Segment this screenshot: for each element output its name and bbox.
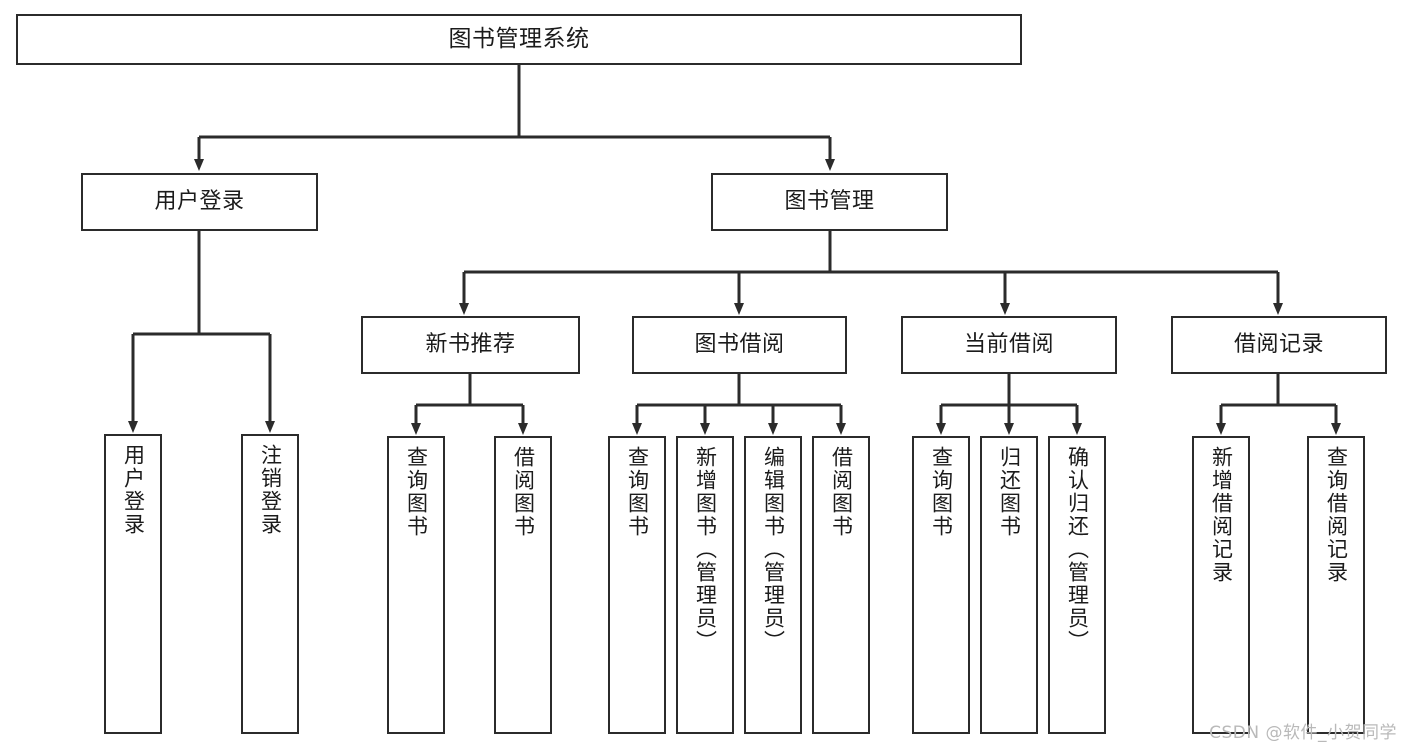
node-label: 用户登录 (154, 189, 245, 215)
node-label: 当前借阅 (963, 332, 1054, 358)
node-book-borrow[interactable]: 图书借阅 (632, 316, 847, 374)
node-label: 借阅图书 (829, 446, 854, 538)
leaf-query-books-borrow[interactable]: 查询图书 (608, 436, 666, 734)
leaf-add-borrow-record[interactable]: 新增借阅记录 (1192, 436, 1250, 734)
node-label: 新增借阅记录 (1209, 446, 1234, 584)
leaf-confirm-return-admin[interactable]: 确认归还（管理员） (1048, 436, 1106, 734)
node-book-management[interactable]: 图书管理 (711, 173, 948, 231)
node-label: 借阅记录 (1233, 332, 1324, 358)
leaf-borrow-books-recommend[interactable]: 借阅图书 (494, 436, 552, 734)
node-label: 用户登录 (121, 444, 146, 536)
leaf-user-login[interactable]: 用户登录 (104, 434, 162, 734)
node-label: 归还图书 (997, 446, 1022, 538)
node-label: 查询图书 (404, 446, 429, 538)
node-label: 查询借阅记录 (1324, 446, 1349, 584)
node-root-system[interactable]: 图书管理系统 (16, 14, 1022, 65)
node-label: 确认归还（管理员） (1065, 446, 1090, 653)
csdn-watermark: CSDN @软件_小贺同学 (1209, 723, 1397, 743)
leaf-add-book-admin[interactable]: 新增图书（管理员） (676, 436, 734, 734)
leaf-edit-book-admin[interactable]: 编辑图书（管理员） (744, 436, 802, 734)
node-label: 查询图书 (625, 446, 650, 538)
node-label: 借阅图书 (511, 446, 536, 538)
node-label: 图书借阅 (694, 332, 785, 358)
leaf-query-borrow-record[interactable]: 查询借阅记录 (1307, 436, 1365, 734)
node-borrow-records[interactable]: 借阅记录 (1171, 316, 1387, 374)
node-new-book-recommend[interactable]: 新书推荐 (361, 316, 580, 374)
leaf-borrow-books[interactable]: 借阅图书 (812, 436, 870, 734)
node-label: 图书管理系统 (448, 25, 590, 52)
node-current-borrow[interactable]: 当前借阅 (901, 316, 1117, 374)
node-label: 编辑图书（管理员） (761, 446, 786, 653)
node-label: 注销登录 (258, 444, 283, 536)
node-label: 新增图书（管理员） (693, 446, 718, 653)
leaf-query-books-recommend[interactable]: 查询图书 (387, 436, 445, 734)
leaf-return-books[interactable]: 归还图书 (980, 436, 1038, 734)
leaf-query-books-current[interactable]: 查询图书 (912, 436, 970, 734)
node-label: 图书管理 (784, 189, 875, 215)
leaf-logout[interactable]: 注销登录 (241, 434, 299, 734)
node-label: 查询图书 (929, 446, 954, 538)
node-user-login[interactable]: 用户登录 (81, 173, 318, 231)
node-label: 新书推荐 (425, 332, 516, 358)
